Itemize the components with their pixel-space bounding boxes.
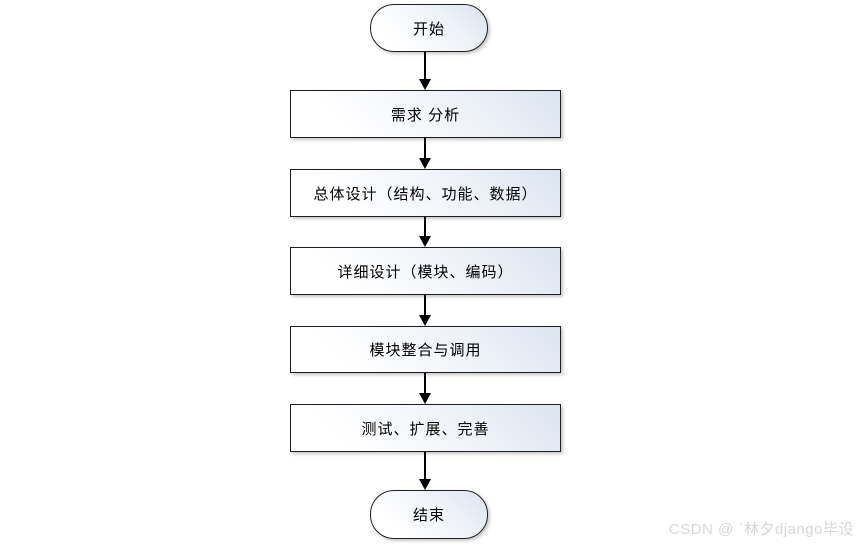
flow-node-overall-design: 总体设计（结构、功能、数据）	[290, 169, 561, 217]
flow-node-label: 总体设计（结构、功能、数据）	[313, 185, 538, 203]
flow-node-testing: 测试、扩展、完善	[290, 404, 561, 452]
arrow-line	[424, 138, 426, 158]
flow-node-requirements-analysis: 需求 分析	[290, 90, 561, 138]
flow-node-start-label: 开始	[412, 20, 445, 38]
flow-node-label: 详细设计（模块、编码）	[337, 263, 514, 281]
flow-node-module-integration: 模块整合与调用	[290, 326, 561, 373]
arrow-head-icon	[419, 479, 431, 490]
flow-node-end: 结束	[370, 490, 488, 539]
arrow-head-icon	[419, 236, 431, 247]
flow-arrow-down-icon	[419, 373, 431, 404]
flow-arrow-down-icon	[419, 138, 431, 169]
arrow-line	[424, 52, 426, 79]
flow-node-end-label: 结束	[412, 507, 445, 524]
arrow-head-icon	[419, 158, 431, 169]
flow-arrow-down-icon	[419, 217, 431, 247]
flow-arrow-down-icon	[419, 52, 431, 90]
arrow-line	[424, 295, 426, 315]
flow-node-label: 模块整合与调用	[369, 342, 482, 359]
arrow-head-icon	[419, 79, 431, 90]
flow-node-label: 需求 分析	[390, 106, 461, 124]
arrow-head-icon	[419, 315, 431, 326]
flow-arrow-down-icon	[419, 295, 431, 326]
watermark: CSDN @ ˊ林夕django毕设	[668, 521, 854, 538]
flow-arrow-down-icon	[419, 452, 431, 490]
flow-node-start: 开始	[370, 4, 488, 52]
arrow-line	[424, 452, 426, 479]
flow-node-detailed-design: 详细设计（模块、编码）	[290, 247, 561, 295]
arrow-line	[424, 217, 426, 236]
arrow-head-icon	[419, 393, 431, 404]
flow-node-label: 测试、扩展、完善	[361, 420, 490, 438]
arrow-line	[424, 373, 426, 393]
